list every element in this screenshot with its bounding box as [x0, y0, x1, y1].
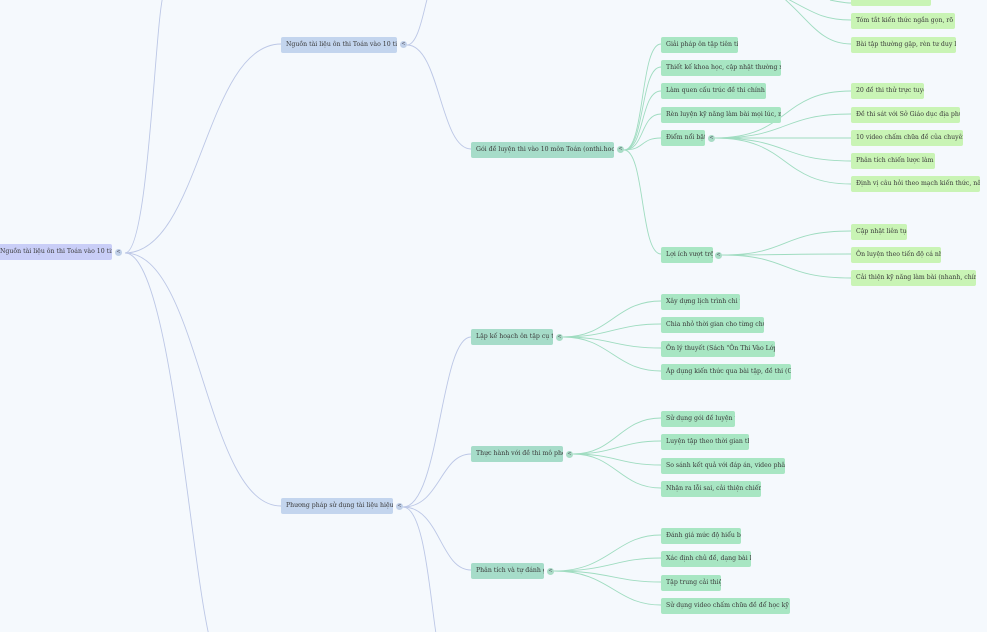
phan-tich-collapse-toggle[interactable]: < — [547, 568, 554, 575]
node-diem-noi-bat[interactable]: Điểm nổi bật — [661, 130, 705, 146]
leaf-10-video[interactable]: 10 video chấm chữa đề của chuyên gia — [851, 130, 963, 146]
edge-top-goide — [406, 44, 472, 150]
leaf-partial-top[interactable] — [851, 0, 931, 6]
loi-ich-collapse-toggle[interactable]: < — [715, 252, 722, 259]
leaf-chia-nho[interactable]: Chia nhỏ thời gian cho từng chủ đề — [661, 317, 764, 333]
leaf-de-thi-sat[interactable]: Đề thi sát với Sở Giáo dục địa phương — [851, 107, 960, 123]
ke-hoach-collapse-toggle[interactable]: < — [556, 334, 563, 341]
leaf-on-ly-thuyet[interactable]: Ôn lý thuyết (Sách "Ôn Thi Vào Lớp 10") — [661, 341, 775, 357]
leaf-nhan-ra-loi[interactable]: Nhận ra lỗi sai, cải thiện chiến lược — [661, 481, 761, 497]
leaf-tom-tat[interactable]: Tóm tắt kiến thức ngắn gọn, rõ ràng — [851, 13, 955, 29]
leaf-luyen-tap[interactable]: Luyện tập theo thời gian thực — [661, 434, 749, 450]
branch-method-collapse-toggle[interactable]: < — [396, 503, 403, 510]
node-lap-ke-hoach[interactable]: Lập kế hoạch ôn tập cụ thể — [471, 329, 553, 345]
branch-top-collapse-toggle[interactable]: < — [400, 41, 407, 48]
leaf-su-dung-goi-de[interactable]: Sử dụng gói đề luyện thi — [661, 411, 735, 427]
node-phan-tich[interactable]: Phân tích và tự đánh giá — [471, 563, 544, 579]
leaf-20-de-thi[interactable]: 20 đề thi thử trực tuyến — [851, 83, 924, 99]
leaf-danh-gia[interactable]: Đánh giá mức độ hiểu biết — [661, 528, 741, 544]
leaf-ap-dung[interactable]: Áp dụng kiến thức qua bài tập, đề thi (G… — [661, 364, 791, 380]
node-goi-de-luyen-thi[interactable]: Gói đề luyện thi vào 10 môn Toán (onthi.… — [471, 142, 614, 158]
leaf-on-luyen[interactable]: Ôn luyện theo tiến độ cá nhân — [851, 247, 941, 263]
leaf-so-sanh[interactable]: So sánh kết quả với đáp án, video phân t… — [661, 458, 785, 474]
edge-root-method — [124, 252, 282, 507]
node-thuc-hanh[interactable]: Thực hành với đề thi mô phỏng — [471, 446, 563, 462]
leaf-xac-dinh[interactable]: Xác định chủ đề, dạng bài khó — [661, 551, 751, 567]
edge-method-kehoach — [402, 336, 472, 508]
leaf-giai-phap[interactable]: Giải pháp ôn tập tiên tiến — [661, 37, 738, 53]
root-collapse-toggle[interactable]: < — [115, 249, 122, 256]
leaf-cap-nhat[interactable]: Cập nhật liên tục — [851, 224, 907, 240]
edge-top-offtop — [406, 0, 428, 46]
leaf-lam-quen[interactable]: Làm quen cấu trúc đề thi chính thức — [661, 83, 766, 99]
goi-de-collapse-toggle[interactable]: < — [617, 146, 624, 153]
root-node[interactable]: Nguồn tài liệu ôn thi Toán vào 10 tin cậ… — [0, 244, 112, 260]
edge-root-top — [124, 43, 282, 254]
thuc-hanh-collapse-toggle[interactable]: < — [566, 451, 573, 458]
edge-method-offbottom — [402, 506, 437, 632]
node-loi-ich[interactable]: Lợi ích vượt trội — [661, 247, 713, 263]
edge-root-offtop — [124, 0, 163, 254]
branch-node-phuong-phap[interactable]: Phương pháp sử dụng tài liệu hiệu quả — [281, 498, 393, 514]
leaf-phan-tich-chien-luoc[interactable]: Phân tích chiến lược làm bài — [851, 153, 935, 169]
edge-root-offbottom — [124, 252, 209, 632]
leaf-xay-dung-lich[interactable]: Xây dựng lịch trình chi tiết — [661, 294, 740, 310]
leaf-dinh-vi[interactable]: Định vị câu hỏi theo mạch kiến thức, năn… — [851, 176, 980, 192]
leaf-tap-trung[interactable]: Tập trung cải thiện — [661, 575, 721, 591]
diem-noi-bat-collapse-toggle[interactable]: < — [708, 135, 715, 142]
leaf-su-dung-video[interactable]: Sử dụng video chấm chữa đề để học kỹ thu… — [661, 598, 790, 614]
leaf-ren-luyen[interactable]: Rèn luyện kỹ năng làm bài mọi lúc, mọi n… — [661, 107, 781, 123]
branch-node-nguon-tai-lieu[interactable]: Nguồn tài liệu ôn thi Toán vào 10 tin cậ… — [281, 37, 397, 53]
leaf-bai-tap-thuong-gap[interactable]: Bài tập thường gặp, rèn tư duy logic — [851, 37, 956, 53]
edge-method-phantich — [402, 506, 472, 571]
leaf-cai-thien[interactable]: Cải thiện kỹ năng làm bài (nhanh, chính … — [851, 270, 976, 286]
edge-method-thuchanh — [402, 453, 472, 508]
leaf-thiet-ke[interactable]: Thiết kế khoa học, cập nhật thường xuyên — [661, 60, 781, 76]
